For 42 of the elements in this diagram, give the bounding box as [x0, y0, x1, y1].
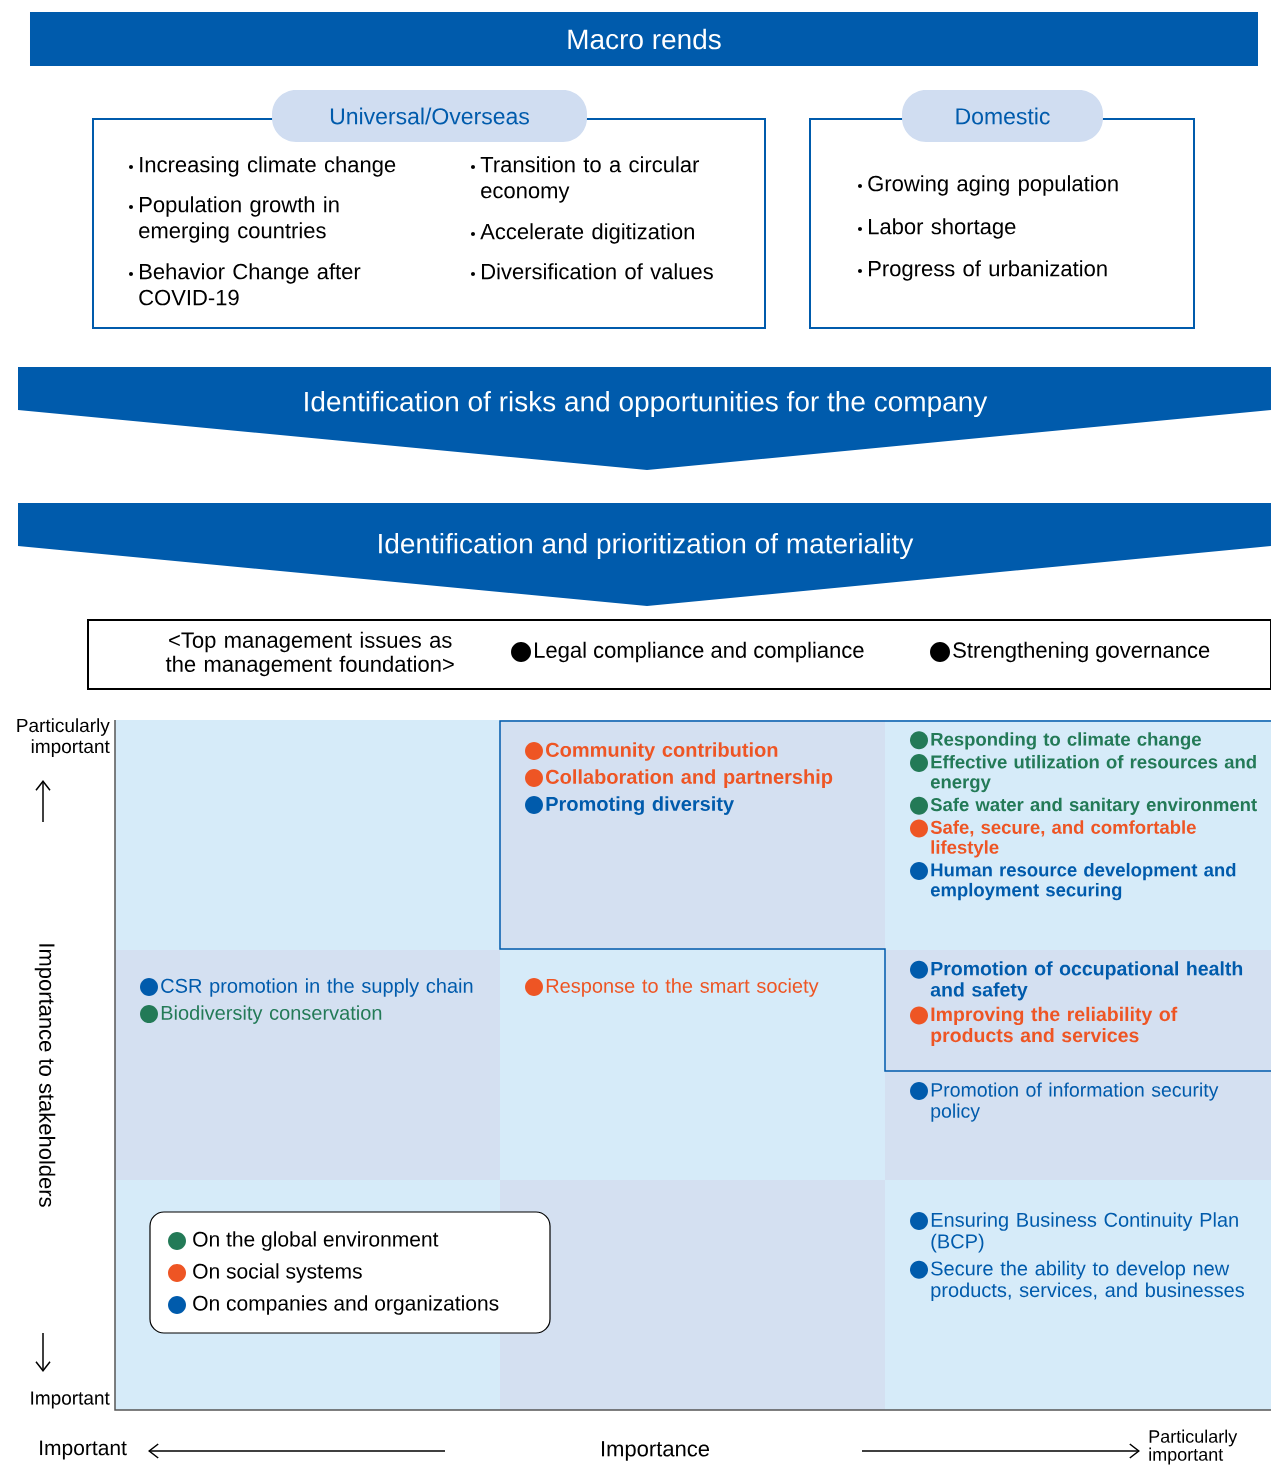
materiality-item: Promotion of occupational health and safety	[910, 960, 1243, 1001]
axis-label: Important	[40, 1440, 127, 1460]
materiality-item: Safe, secure, and comfortable lifestyle	[910, 819, 1196, 858]
axis-label: Important	[31, 1391, 110, 1409]
materiality-item: Improving the reliability of products and services	[910, 1006, 1178, 1047]
bullet-item: Population growth in emerging countries	[129, 196, 339, 243]
materiality-item: Biodiversity conservation	[140, 1005, 382, 1024]
bullet-item: Progress of urbanization	[858, 260, 1107, 281]
issue-item: Legal compliance and compliance	[511, 641, 864, 663]
bullet-item: Increasing climate change	[129, 156, 396, 177]
chevron-banner: Identification and prioritization of materiality	[18, 503, 1271, 606]
bullet-item: Diversification of values	[471, 263, 713, 280]
title-banner: Macro rends	[30, 12, 1258, 66]
bullet-item: Accelerate digitization	[471, 223, 694, 244]
heading-pill: Universal/Overseas	[272, 90, 587, 142]
bullet-item: Transition to a circular economy	[471, 156, 700, 203]
materiality-item: Human resource development and employment securing	[910, 862, 1236, 901]
legend-entry: On social systems	[168, 1263, 362, 1283]
materiality-item: Ensuring Business Continuity Plan (BCP)	[910, 1212, 1238, 1253]
axis-title: Importance to stakeholders	[34, 944, 56, 1207]
legend-entry: On companies and organizations	[168, 1295, 499, 1315]
materiality-item: Responding to climate change	[910, 731, 1201, 750]
materiality-item: Community contribution	[525, 742, 778, 761]
axis-label: Particularly important	[17, 718, 110, 757]
materiality-item: CSR promotion in the supply chain	[140, 978, 473, 997]
materiality-item: Promotion of information security policy	[910, 1082, 1219, 1122]
materiality-item: Secure the ability to develop new products, services, and businesses	[910, 1260, 1244, 1302]
bullet-item: Growing aging population	[858, 175, 1118, 196]
axis-title: Importance	[602, 1441, 710, 1461]
axis-label: Particularly important	[1149, 1429, 1238, 1465]
heading-pill: Domestic	[902, 90, 1103, 142]
materiality-item: Safe water and sanitary environment	[910, 796, 1257, 815]
materiality-item: Promoting diversity	[525, 796, 734, 815]
bullet-item: Labor shortage	[858, 218, 1016, 239]
chevron-banner: Identification of risks and opportunities for the company	[18, 367, 1271, 470]
heading-text: <Top management issues as the management foundation>	[165, 631, 454, 677]
materiality-item: Response to the smart society	[525, 978, 819, 997]
bullet-item: Behavior Change after COVID-19	[129, 263, 361, 306]
issue-item: Strengthening governance	[930, 641, 1210, 663]
legend-entry: On the global environment	[168, 1231, 439, 1251]
materiality-item: Effective utilization of resources and energy	[910, 754, 1256, 793]
materiality-item: Collaboration and partnership	[525, 769, 833, 788]
